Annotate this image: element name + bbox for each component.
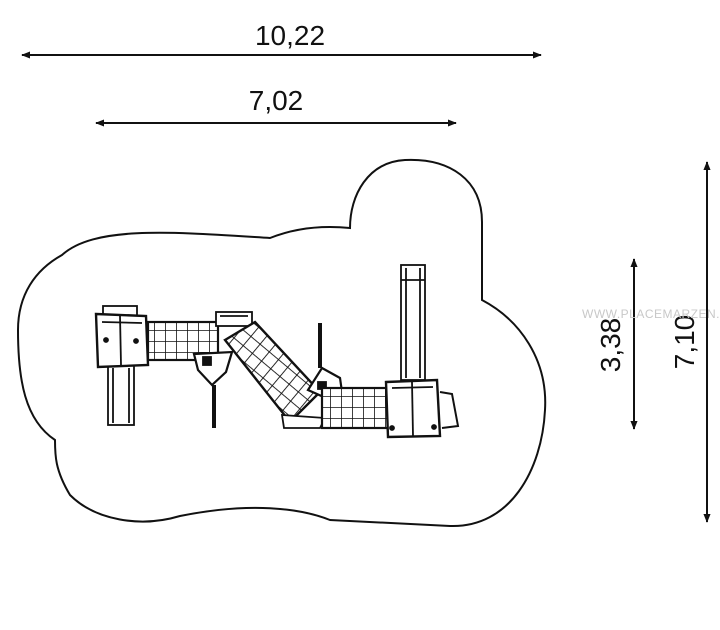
middle-platform: [192, 311, 253, 428]
lower-net-bridge: [320, 386, 390, 430]
left-slide: [107, 364, 135, 426]
right-slide: [400, 264, 426, 381]
overall-depth-label: 7,10: [669, 315, 700, 370]
diagonal-net-climber: [223, 320, 327, 429]
left-tower: [94, 305, 150, 369]
safety-zone-outline: [16, 158, 547, 528]
play-structure: [94, 264, 460, 439]
net-bridge: [146, 320, 220, 362]
watermark-text: WWW.PLACEMARZEN.PL: [582, 307, 720, 321]
central-platform: [306, 323, 344, 400]
structure-depth-label: 3,38: [595, 318, 626, 373]
overall-width-label: 10,22: [255, 20, 325, 51]
structure-width-label: 7,02: [249, 85, 304, 116]
right-tower: [384, 378, 460, 439]
